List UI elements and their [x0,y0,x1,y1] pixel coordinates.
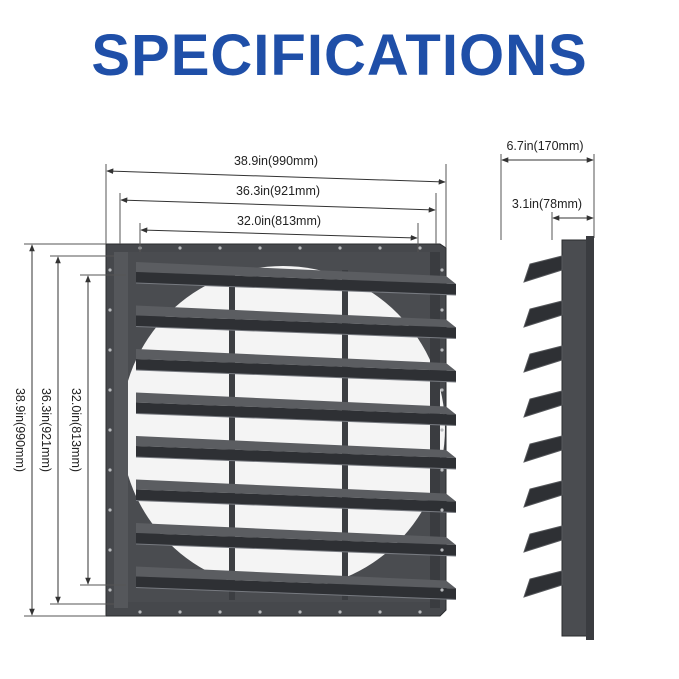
louver-top [136,436,456,458]
screw [108,268,112,272]
screw [108,468,112,472]
screw [440,308,444,312]
screw [298,246,302,250]
screw [298,610,302,614]
height-mid-label: 36.3in(921mm) [39,388,53,472]
louver-edge [135,369,457,383]
louver-blade [136,576,456,600]
side-frame [561,239,589,637]
depth-outer-label: 6.7in(170mm) [506,139,583,153]
screw [440,268,444,272]
screw [440,468,444,472]
louver-blade [136,402,456,426]
screw [178,246,182,250]
page-title: SPECIFICATIONS [91,23,588,88]
side-flange [586,236,594,640]
screw [108,508,112,512]
front-view [105,243,457,617]
side-blade [523,435,563,463]
side-view: 6.7in(170mm) 3.1in(78mm) [500,139,595,640]
louver-top [136,349,456,371]
screw [108,348,112,352]
louver-edge [135,282,457,296]
screw [440,588,444,592]
louver-blade [136,315,456,339]
side-blade-group [523,255,563,598]
screw [440,548,444,552]
screw [338,610,342,614]
louver-blade [136,533,456,556]
screw [108,308,112,312]
screw [108,428,112,432]
screw [108,548,112,552]
screw [178,610,182,614]
screw [138,610,142,614]
width-inner-line [140,227,418,241]
screw [378,610,382,614]
width-mid-line [120,197,436,213]
screw [418,610,422,614]
height-outer-label: 38.9in(990mm) [13,388,27,472]
screw-group [108,246,444,614]
support-bar-right [342,270,348,600]
screw [108,588,112,592]
louver-edge [135,543,457,557]
depth-inner-label: 3.1in(78mm) [512,197,582,211]
screw [258,246,262,250]
louver-blade [136,446,456,469]
louver-group [135,262,457,600]
louver-blade [136,359,456,382]
width-outer-label: 38.9in(990mm) [234,154,318,168]
height-dimensions: 38.9in(990mm) 36.3in(921mm) 32.0in(813mm… [13,243,126,617]
width-dimensions: 38.9in(990mm) 36.3in(921mm) 32.0in(813mm… [105,154,447,252]
side-blade [523,345,563,373]
louver-top [136,479,456,502]
louver-edge [135,456,457,470]
width-mid-label: 36.3in(921mm) [236,184,320,198]
louver-top [136,305,456,328]
screw [418,246,422,250]
support-bar-left [229,270,235,600]
louver-edge [135,326,457,339]
side-blade [523,255,563,283]
screw [440,388,444,392]
side-blade [523,390,563,418]
louver-edge [135,413,457,426]
right-rail [430,252,440,608]
louver-edge [135,587,457,600]
side-blade [523,480,563,508]
left-rail [114,252,128,608]
screw [440,508,444,512]
height-inner-label: 32.0in(813mm) [69,388,83,472]
screw [108,388,112,392]
louver-top [136,566,456,589]
width-inner-label: 32.0in(813mm) [237,214,321,228]
louver-top [136,262,456,284]
louver-blade [136,489,456,513]
louver-edge [135,500,457,513]
side-blade [523,300,563,328]
louver-top [136,523,456,545]
width-outer-line [106,168,446,185]
louver-blade [136,272,456,295]
screw [218,246,222,250]
screw [218,610,222,614]
side-blade [523,570,563,598]
side-blade [523,525,563,553]
screw [378,246,382,250]
screw [338,246,342,250]
screw [258,610,262,614]
louver-top [136,392,456,415]
screw [440,428,444,432]
screw [440,348,444,352]
